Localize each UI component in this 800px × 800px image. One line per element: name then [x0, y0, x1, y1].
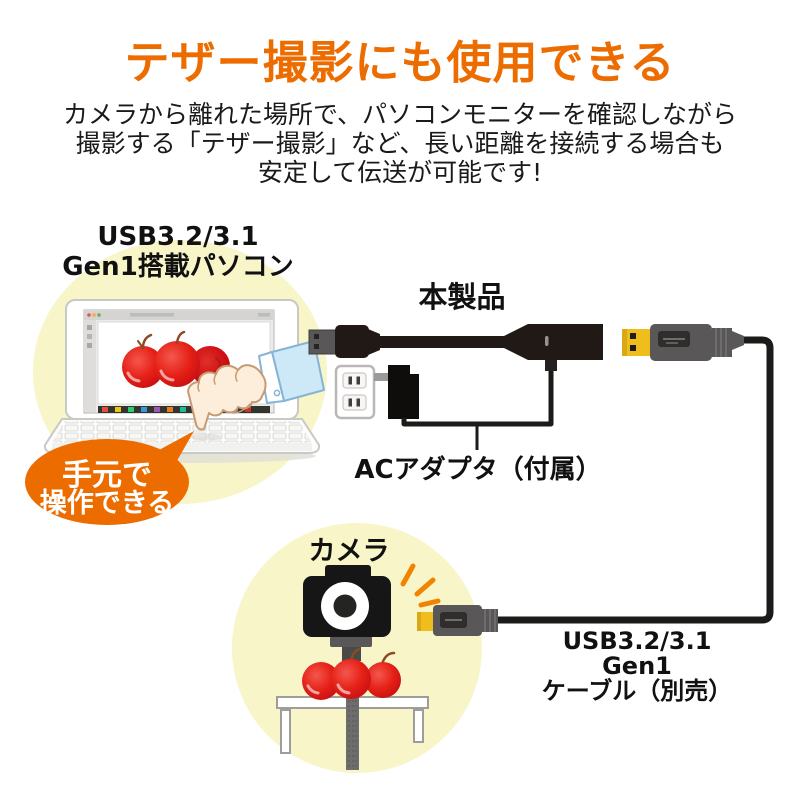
ac-adapter-label: ACアダプタ（付属） [354, 455, 602, 485]
bubble-text-line2: 操作できる [39, 488, 175, 519]
bubble-text-line1: 手元で [62, 458, 152, 493]
description-line-2: 撮影する「テザー撮影」など、長い距離を接続する場合も [75, 129, 725, 158]
pc-label-line1: USB3.2/3.1 [97, 222, 259, 252]
flash-lines-icon [400, 563, 441, 608]
page-title: テザー撮影にも使用できる [124, 36, 676, 89]
usb-cable-label: USB3.2/3.1 Gen1 ケーブル（別売） [542, 629, 733, 704]
pc-label-line2: Gen1搭載パソコン [62, 252, 294, 282]
product-label: 本製品 [418, 280, 506, 314]
apples-on-table-icon [302, 647, 401, 700]
laptop-icon [43, 299, 321, 463]
usb-a-plug-yellow-icon [622, 324, 744, 361]
product-extension-cable-icon [308, 324, 603, 371]
description-line-1: カメラから離れた場所で、パソコンモニターを確認しながら [62, 100, 738, 129]
usb-cable-label-line2: Gen1 [602, 652, 672, 680]
camera-icon [303, 565, 391, 637]
usb-cable-label-line1: USB3.2/3.1 [562, 627, 712, 655]
extension-receptacle-icon [492, 324, 603, 371]
camera-label: カメラ [308, 536, 390, 567]
ac-adapter-icon [334, 364, 554, 450]
usb-a-male-connector-icon [308, 325, 380, 358]
pointing-hand-icon [187, 340, 325, 441]
micro-usb-connector-icon [417, 605, 498, 636]
description-line-3: 安定して伝送が可能です! [257, 158, 543, 187]
usb-cable-sold-separately-icon [417, 324, 774, 636]
usb-cable-label-line3: ケーブル（別売） [541, 677, 733, 705]
pc-label: USB3.2/3.1 Gen1搭載パソコン [62, 222, 294, 282]
speech-bubble [25, 431, 194, 525]
